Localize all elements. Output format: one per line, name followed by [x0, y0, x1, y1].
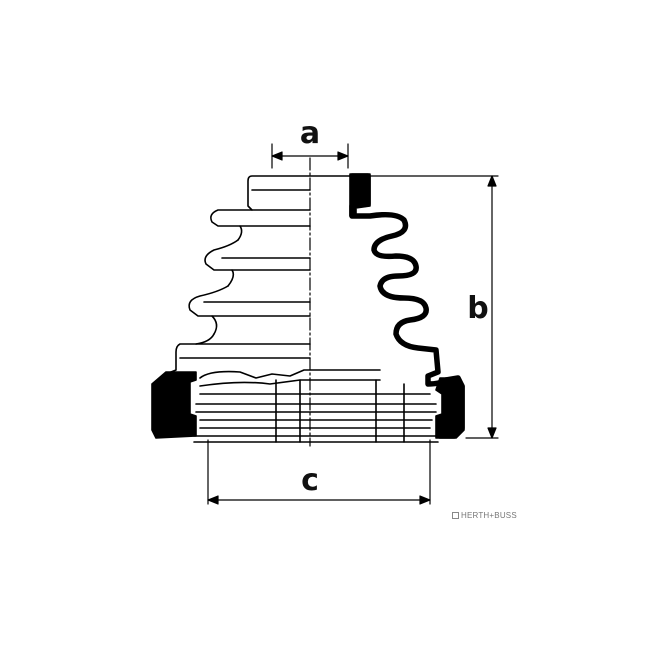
dimension-b [369, 175, 499, 439]
dimension-a [271, 143, 349, 169]
clamp-ring-right [435, 377, 465, 439]
dimension-c [207, 439, 431, 505]
clamp-ring-left [151, 371, 197, 439]
brand-mark-icon [452, 512, 459, 519]
dimension-b-label: b [467, 291, 488, 326]
dimension-a-label: a [300, 116, 320, 151]
boot-right-section [349, 173, 465, 439]
dimension-c-label: c [301, 463, 319, 498]
collar-section [349, 173, 371, 217]
brand-logo-text: HERTH+BUSS [461, 511, 517, 520]
brand-logo: HERTH+BUSS [452, 511, 517, 520]
boot-left-outline [165, 175, 439, 443]
